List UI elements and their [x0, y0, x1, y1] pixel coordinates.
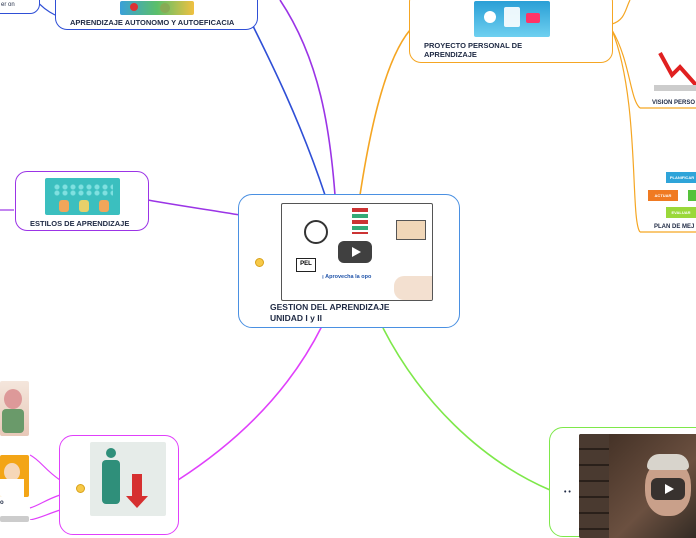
central-title-1: GESTION DEL APRENDIZAJE: [270, 302, 390, 312]
books-icon: [352, 208, 368, 234]
estilos-label: ESTILOS DE APRENDIZAJE: [30, 219, 130, 228]
plan-box-evaluar: EVALUAR: [666, 207, 696, 218]
video-caption: ¡ Aprovecha la opo: [322, 274, 372, 280]
topic-proyecto[interactable]: PROYECTO PERSONAL DE APRENDIZAJE: [409, 0, 613, 63]
pel-badge: PEL: [296, 258, 316, 272]
envelope-icon: [396, 220, 426, 240]
left-small-label: o: [0, 500, 4, 506]
mindmap-connectors: [0, 0, 696, 520]
neutral-face-icon: [76, 484, 85, 493]
cut-topic-label: er on: [1, 2, 15, 8]
plan-box-actuar: ACTUAR: [648, 190, 678, 201]
vision-chart-icon: [654, 52, 696, 91]
down-arrow-head: [126, 496, 148, 508]
bottom-left-image: [90, 442, 166, 516]
down-arrow-icon: [132, 474, 142, 496]
person-hair: [647, 454, 689, 470]
video-thumbnail[interactable]: [579, 434, 696, 538]
bookshelf: [579, 434, 609, 538]
left-image-3: [0, 516, 29, 522]
video-play-button[interactable]: [651, 478, 685, 500]
play-button[interactable]: [338, 241, 372, 263]
proyecto-label-2: APRENDIZAJE: [424, 50, 477, 59]
autonomo-label: APRENDIZAJE AUTONOMO Y AUTOEFICACIA: [70, 18, 235, 27]
plan-label: PLAN DE MEJ: [654, 224, 695, 230]
plan-diagram: PLANIFICAR ACTUAR H EVALUAR: [648, 170, 696, 220]
left-image-1: [0, 381, 29, 436]
topic-estilos[interactable]: ESTILOS DE APRENDIZAJE: [15, 171, 149, 231]
estilos-image: [45, 178, 120, 215]
vision-label: VISION PERSO: [652, 100, 696, 106]
left-image-2: [0, 455, 29, 497]
plan-box-planificar: PLANIFICAR: [666, 172, 696, 183]
plan-box-hacer: H: [688, 190, 696, 201]
figure-body: [102, 460, 120, 504]
proyecto-label-1: PROYECTO PERSONAL DE: [424, 41, 523, 50]
cut-topic-node[interactable]: er on: [0, 0, 40, 14]
central-video-thumbnail[interactable]: PEL ¡ Aprovecha la opo: [281, 203, 433, 301]
vision-image: [650, 45, 696, 95]
topic-bottom-left[interactable]: [59, 435, 179, 535]
figure-person: [106, 448, 116, 458]
autonomo-image: [120, 1, 194, 15]
topic-autonomo[interactable]: APRENDIZAJE AUTONOMO Y AUTOEFICACIA: [55, 0, 258, 30]
hand-drawing: [394, 276, 432, 300]
smile-icon: [255, 258, 264, 267]
central-title-2: UNIDAD I y II: [270, 313, 322, 323]
topic-video[interactable]: • •: [549, 427, 696, 538]
clock-icon: [304, 220, 328, 244]
proyecto-image: [474, 1, 550, 37]
video-dots: • •: [564, 489, 571, 496]
central-node[interactable]: PEL ¡ Aprovecha la opo GESTION DEL APREN…: [238, 194, 460, 328]
